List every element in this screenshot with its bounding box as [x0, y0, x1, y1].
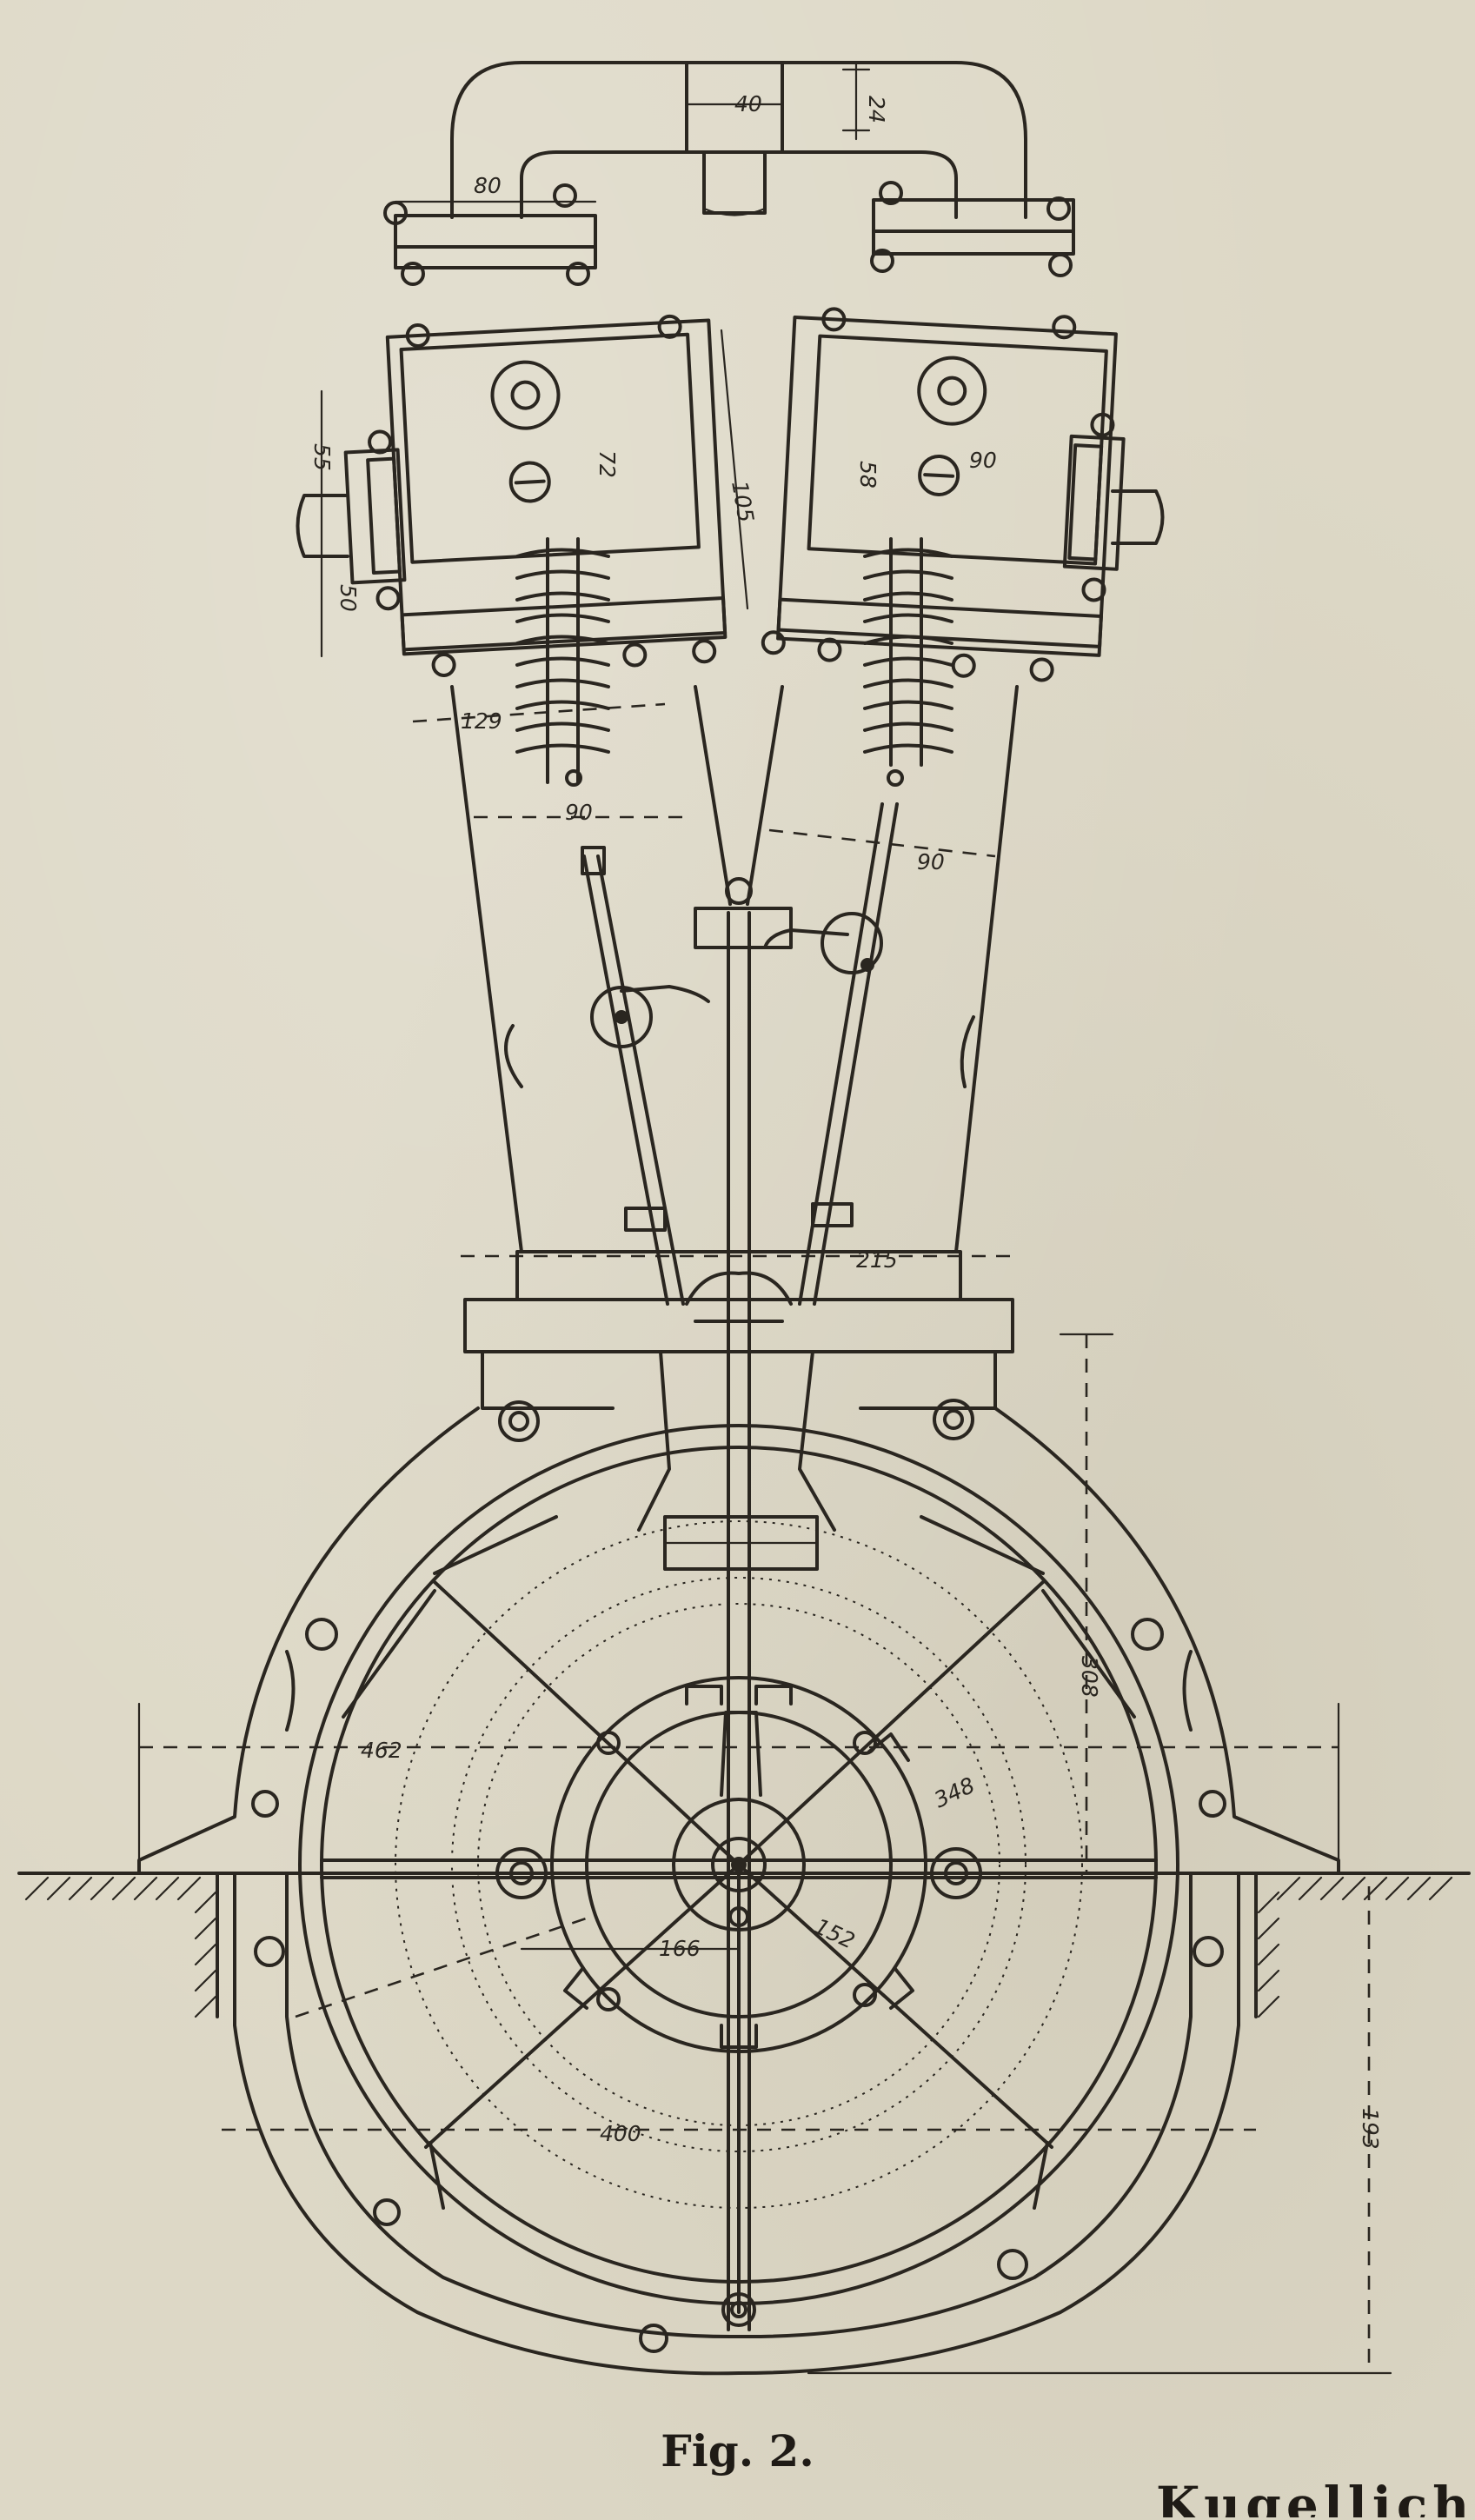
left-valve-spring [515, 537, 610, 787]
dim-pipe-width: 40 [734, 91, 762, 116]
right-flange [870, 181, 1075, 277]
dim-spring-width: 129 [461, 708, 502, 734]
intake-pipe [450, 61, 1027, 219]
right-pushrod [763, 802, 899, 1306]
crankcase-lower [233, 1872, 1240, 2376]
gear [550, 1676, 927, 2053]
right-cylinder [746, 685, 1019, 1253]
figure-caption: Fig. 2. [661, 2425, 814, 2477]
ground-left [17, 1872, 236, 2018]
left-flange [383, 183, 597, 286]
dim-lower-height: 193 [1358, 2108, 1383, 2150]
left-cylinder-head [343, 314, 728, 677]
cut-off-text: Kugellicht-F [1156, 2479, 1469, 2517]
dimension-labels: 40 24 80 55 50 72 58 90 105 129 90 90 21… [309, 91, 1383, 2150]
dim-cylinder-right: 90 [917, 849, 945, 874]
dim-base-width: 215 [856, 1247, 898, 1273]
dim-pipe-height: 24 [864, 96, 889, 123]
dim-head-height-left: 55 [309, 443, 335, 471]
dim-valve-right: 58 [855, 461, 880, 489]
dim-head-height-left-lower: 50 [336, 584, 361, 612]
dimension-lines [137, 329, 1392, 2375]
left-pushrod [581, 846, 710, 1306]
dim-gear-dia: 348 [930, 1772, 979, 1812]
left-cylinder [450, 685, 732, 1253]
right-cylinder-head [761, 307, 1126, 682]
left-side-pipe [296, 494, 349, 558]
dim-hub-small: 152 [810, 1913, 859, 1953]
dim-head-width-right: 90 [969, 448, 997, 473]
dim-cylinder-left: 90 [565, 800, 593, 825]
right-side-pipe [1111, 489, 1165, 545]
right-valve-spring [863, 537, 953, 787]
gear-bolts [495, 1515, 982, 2011]
dim-valve-left: 72 [595, 450, 620, 478]
crankcase-top [463, 1250, 1014, 1532]
dim-flywheel-height: 308 [1077, 1656, 1102, 1698]
dim-lower-width: 400 [600, 2121, 641, 2146]
center-rod [694, 877, 793, 2331]
ground-right [1237, 1872, 1471, 2018]
dim-flange-width: 80 [474, 173, 502, 198]
dim-hub-dia: 166 [659, 1936, 701, 1961]
dim-slant: 105 [727, 479, 759, 524]
dim-total-width: 462 [361, 1738, 402, 1763]
crankcase-outer [137, 1406, 1340, 1875]
